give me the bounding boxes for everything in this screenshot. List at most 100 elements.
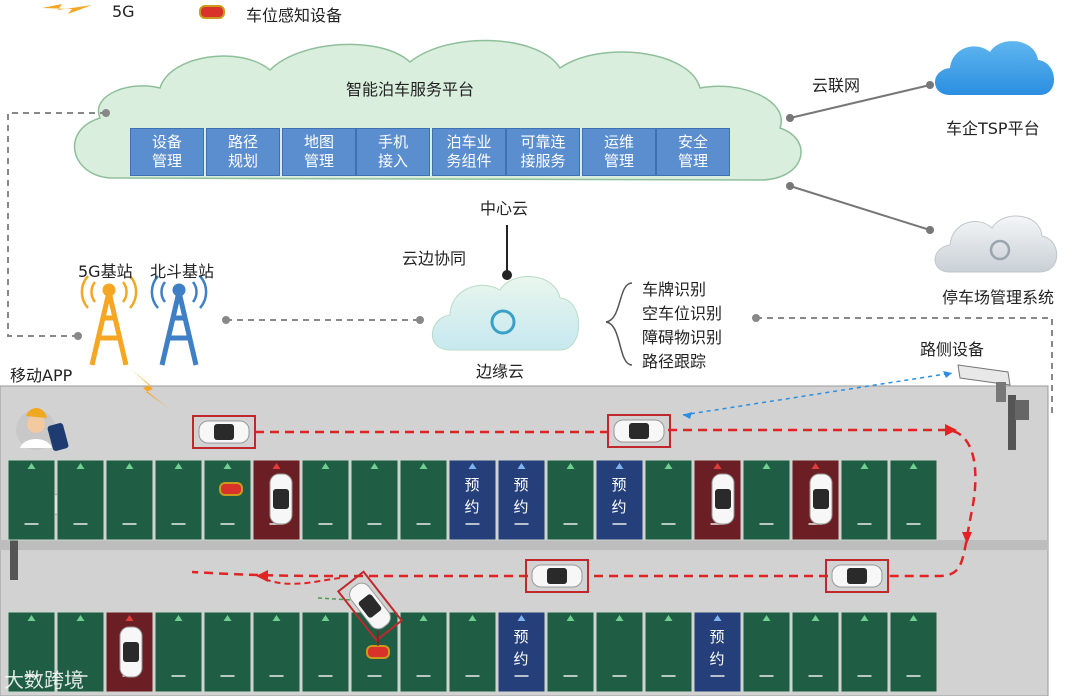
lightning-icon [42, 4, 92, 14]
parking-slot [595, 611, 644, 693]
car-icon [269, 473, 293, 525]
mobile-app-label: 移动APP [10, 366, 73, 385]
slot-marker-icon [27, 615, 36, 621]
platform-module-label: 地图 管理 [303, 133, 334, 170]
parking-slot [889, 459, 938, 541]
slot-marker-icon [909, 615, 918, 621]
reserved-slot-label: 预 约 [611, 476, 627, 516]
parking-slot [203, 611, 252, 693]
platform-module: 设备 管理 [130, 128, 204, 176]
platform-module-label: 运维 管理 [603, 133, 634, 170]
slot-marker-icon [370, 463, 379, 469]
slot-marker-icon [860, 463, 869, 469]
reserved-parking-slot [595, 459, 644, 541]
platform-module-label: 手机 接入 [377, 133, 408, 170]
parking-slot [546, 611, 595, 693]
slot-marker-icon [468, 463, 477, 469]
platform-module: 地图 管理 [282, 128, 356, 176]
fiveg-tower-icon [80, 275, 138, 366]
reserved-parking-slot [497, 459, 546, 541]
parking-slot [399, 459, 448, 541]
slot-marker-icon [27, 463, 36, 469]
slot-marker-icon [762, 463, 771, 469]
slot-marker-icon [125, 463, 134, 469]
slot-marker-icon [125, 615, 134, 621]
slot-marker-icon [713, 463, 722, 469]
slot-marker-icon [419, 615, 428, 621]
parking-slot [301, 459, 350, 541]
roadside-camera-icon [957, 364, 1011, 402]
car-icon [192, 415, 256, 449]
edge-cloud-shape [431, 276, 580, 351]
parking-slot [791, 611, 840, 693]
parking-slot [154, 611, 203, 693]
car-icon [607, 414, 671, 448]
app-user-icon [16, 407, 69, 451]
parking-slot [840, 459, 889, 541]
edge-functions-list: 车牌识别 空车位识别 障碍物识别 路径跟踪 [642, 278, 722, 374]
slot-marker-icon [517, 463, 526, 469]
slot-marker-icon [762, 615, 771, 621]
platform-module-label: 路径 规划 [227, 133, 258, 170]
watermark: 大数跨境 [4, 668, 84, 692]
slot-marker-icon [860, 615, 869, 621]
slot-marker-icon [76, 463, 85, 469]
slot-marker-icon [566, 463, 575, 469]
slot-marker-icon [321, 463, 330, 469]
slot-marker-icon [664, 463, 673, 469]
reserved-slot-label: 预 约 [513, 628, 529, 668]
parking-slot [252, 611, 301, 693]
parking-slot [399, 611, 448, 693]
parking-slot [742, 611, 791, 693]
fiveg-station-label: 5G基站 [78, 262, 133, 281]
platform-module: 可靠连 接服务 [506, 128, 580, 176]
reserved-slot-label: 预 约 [464, 476, 480, 516]
slot-marker-icon [517, 615, 526, 621]
parking-slot [840, 611, 889, 693]
slot-marker-icon [811, 615, 820, 621]
parking-slot [546, 459, 595, 541]
slot-marker-icon [272, 463, 281, 469]
car-icon [809, 473, 833, 525]
function-item: 空车位识别 [642, 304, 723, 323]
parking-slot [350, 459, 399, 541]
reserved-slot-label: 预 约 [709, 628, 725, 668]
slot-marker-icon [174, 615, 183, 621]
parking-slot [56, 611, 105, 693]
parking-slot [154, 459, 203, 541]
legend-sensor-label: 车位感知设备 [246, 6, 343, 25]
slot-marker-icon [811, 463, 820, 469]
tsp-cloud [935, 41, 1055, 95]
slot-marker-icon [566, 615, 575, 621]
slot-marker-icon [321, 615, 330, 621]
slot-marker-icon [713, 615, 722, 621]
platform-module-label: 设备 管理 [151, 133, 182, 170]
beidou-tower-icon [150, 275, 208, 366]
parking-slot [7, 459, 56, 541]
slot-marker-icon [223, 615, 232, 621]
parking-slot [301, 611, 350, 693]
reserved-parking-slot [497, 611, 546, 693]
function-item: 障碍物识别 [642, 328, 723, 347]
slot-marker-icon [272, 615, 281, 621]
slot-marker-icon [223, 463, 232, 469]
slot-marker-icon [468, 615, 477, 621]
parking-slot [7, 611, 56, 693]
edge-cloud-label: 边缘云 [476, 362, 525, 381]
parking-slot [448, 611, 497, 693]
slot-marker-icon [419, 463, 428, 469]
reserved-parking-slot [448, 459, 497, 541]
slot-marker-icon [664, 615, 673, 621]
parking-mgmt-cloud [934, 215, 1058, 273]
slot-marker-icon [909, 463, 918, 469]
parking-slot [203, 459, 252, 541]
slot-marker-icon [615, 463, 624, 469]
legend-5g-label: 5G [112, 2, 135, 21]
platform-module-label: 安全 管理 [677, 133, 708, 170]
platform-module-label: 可靠连 接服务 [520, 133, 566, 170]
platform-title: 智能泊车服务平台 [346, 80, 475, 99]
platform-module: 运维 管理 [582, 128, 656, 176]
platform-module: 安全 管理 [656, 128, 730, 176]
parking-sensor-icon [199, 5, 225, 19]
